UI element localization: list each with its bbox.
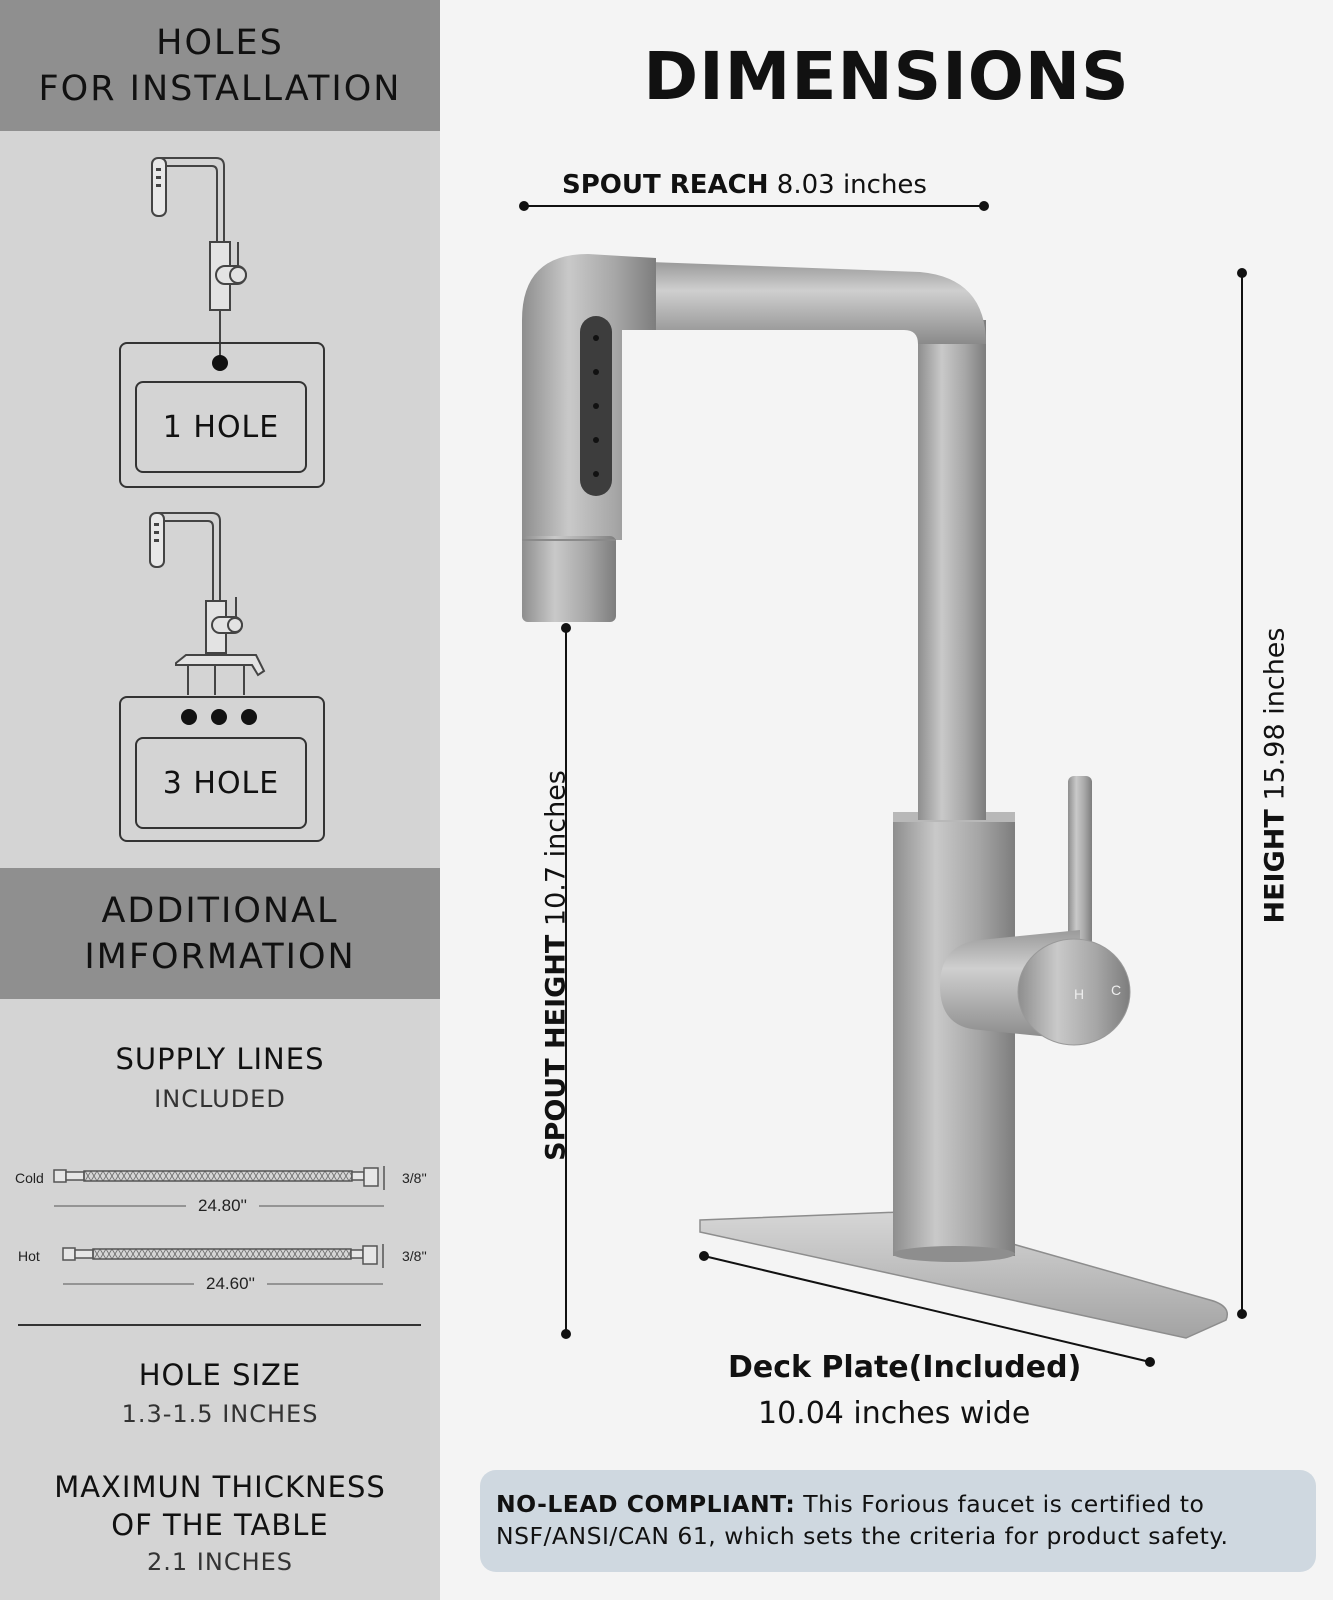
cold-hose-length: 24.80'' (186, 1196, 260, 1216)
hole-dot (211, 709, 227, 725)
three-hole-sink (119, 696, 325, 842)
thickness-value: 2.1 INCHES (146, 1548, 294, 1576)
spout-reach-value: 8.03 inches (776, 170, 927, 200)
deck-plate-label: Deck Plate(Included) (728, 1350, 1082, 1385)
thickness-title-line1: MAXIMUN THICKNESS (54, 1470, 386, 1504)
install-heading-line1: HOLES (156, 22, 284, 63)
supply-lines-value: INCLUDED (154, 1085, 286, 1113)
install-heading-line2: FOR INSTALLATION (38, 68, 402, 109)
hole-dot (241, 709, 257, 725)
compliance-note: NO-LEAD COMPLIANT: This Forious faucet i… (480, 1470, 1316, 1572)
hole-dot (181, 709, 197, 725)
hot-hose-label: Hot (18, 1248, 40, 1264)
compliance-note-text: This Forious faucet is certified to NSF/… (496, 1490, 1229, 1550)
hole-size-value: 1.3-1.5 INCHES (121, 1400, 319, 1428)
additional-heading-line1: ADDITIONAL (101, 890, 339, 931)
spout-height-text: SPOUT HEIGHT 10.7 inches (541, 766, 572, 1166)
divider (18, 1324, 421, 1326)
height-text: HEIGHT 15.98 inches (1260, 576, 1291, 976)
spout-height-label: SPOUT HEIGHT (540, 934, 572, 1161)
cold-hose-label: Cold (15, 1170, 44, 1186)
three-hole-label: 3 HOLE (135, 737, 307, 829)
install-heading: HOLES FOR INSTALLATION (0, 0, 440, 131)
height-label: HEIGHT (1259, 809, 1291, 924)
faucet-image (519, 201, 1247, 1367)
three-hole-faucet-icon (149, 512, 266, 695)
hot-hose-fitting: 3/8'' (402, 1248, 427, 1264)
one-hole-label: 1 HOLE (135, 381, 307, 473)
spout-reach-label: SPOUT REACH (562, 170, 769, 200)
one-hole-sink (119, 342, 325, 488)
hot-hose-length: 24.60'' (194, 1274, 268, 1294)
thickness-title-line2: OF THE TABLE (111, 1508, 329, 1542)
hot-mark: H (1074, 986, 1085, 1002)
additional-heading-line2: IMFORMATION (84, 936, 356, 977)
height-value: 15.98 inches (1259, 627, 1291, 801)
hole-dot (212, 355, 228, 371)
sidebar: HOLES FOR INSTALLATION 1 HOLE (0, 0, 440, 1600)
additional-heading: ADDITIONAL IMFORMATION (0, 868, 440, 999)
single-hole-faucet-icon (151, 157, 247, 360)
deck-plate-value: 10.04 inches wide (758, 1396, 1031, 1431)
compliance-note-bold: NO-LEAD COMPLIANT: (496, 1490, 796, 1518)
spout-reach-text: SPOUT REACH 8.03 inches (562, 170, 927, 200)
hole-size-title: HOLE SIZE (138, 1358, 302, 1392)
spout-height-value: 10.7 inches (540, 770, 572, 927)
cold-mark: C (1111, 982, 1122, 998)
page-title: DIMENSIONS (643, 38, 1130, 115)
cold-hose-fitting: 3/8'' (402, 1170, 427, 1186)
supply-lines-title: SUPPLY LINES (115, 1042, 325, 1076)
